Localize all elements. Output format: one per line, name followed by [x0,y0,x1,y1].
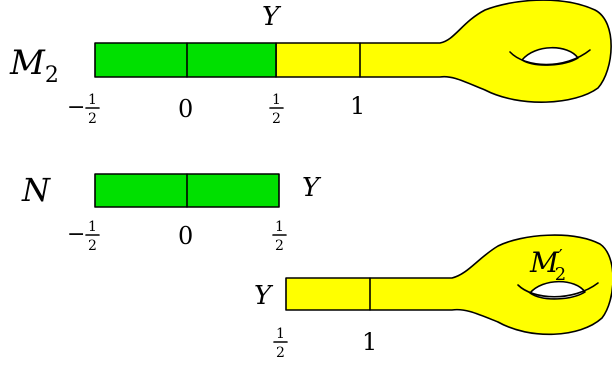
m2-torus-upper-arc [509,49,591,66]
top-figure-m2: M2 Y − 1 2 0 1 2 1 [9,0,612,127]
m2prime-tick-one: 1 [362,328,377,356]
m2-label: M2 [9,43,59,88]
svg-text:−: − [67,222,85,247]
middle-figure-n: N Y − 1 2 0 1 2 [21,171,322,254]
m2prime-tick-half: 1 2 [273,326,288,361]
svg-text:2: 2 [88,238,97,254]
n-tick-half: 1 2 [272,219,287,254]
m2prime-yellow-region [285,234,612,336]
m2-tick-minus-half: − 1 2 [67,92,100,127]
svg-text:2: 2 [88,111,97,127]
svg-text:2: 2 [276,345,285,361]
svg-text:1: 1 [88,219,97,235]
n-tick-zero: 0 [178,222,193,250]
svg-text:−: − [67,95,85,120]
m2-tick-one: 1 [350,92,365,120]
svg-text:1: 1 [276,326,285,342]
m2-green-region [94,42,277,78]
svg-text:1: 1 [272,92,281,108]
svg-text:1: 1 [88,92,97,108]
m2-boundary-y-label: Y [262,2,282,32]
svg-text:1: 1 [275,219,284,235]
m2prime-label: M′2 [529,246,566,285]
n-label: N [21,171,51,209]
svg-text:2: 2 [272,111,281,127]
m2prime-torus-upper-arc [517,282,599,298]
n-boundary-y-label: Y [302,173,322,203]
bottom-figure-m2-prime: Y M′2 1 2 1 [254,234,612,361]
svg-text:2: 2 [275,238,284,254]
n-tick-minus-half: − 1 2 [67,219,100,254]
m2-tick-zero: 0 [178,95,193,123]
m2-tick-half: 1 2 [269,92,284,127]
m2prime-boundary-y-label: Y [254,281,274,311]
